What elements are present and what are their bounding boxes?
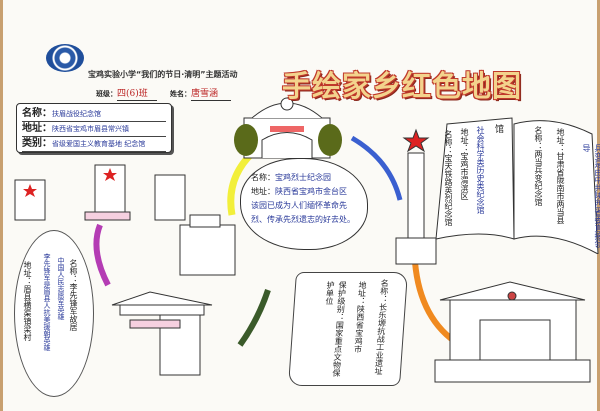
class-field: 班级：四(6)班 xyxy=(96,85,157,101)
gate-drawing xyxy=(234,97,342,159)
value: 陕西省宝鸡市眉县常兴镇 xyxy=(52,125,129,133)
info-address-row: 地址：陕西省宝鸡市眉县常兴镇 xyxy=(22,122,166,137)
building-drawing xyxy=(179,214,236,276)
value: 扶眉战役纪念馆 xyxy=(52,110,101,118)
label: 名称： xyxy=(22,108,52,119)
label: 名称： xyxy=(251,173,275,182)
info-category-row: 类别：省级爱国主义教育基地 纪念馆 xyxy=(22,137,166,152)
school-logo xyxy=(46,44,84,72)
name-field: 姓名：唐雪涵 xyxy=(170,85,231,101)
info-box-fumei: 名称：扶眉战役纪念馆 地址：陕西省宝鸡市眉县常兴镇 类别：省级爱国主义教育基地 … xyxy=(16,103,172,153)
pavilion-drawing xyxy=(111,291,213,376)
museum-drawing xyxy=(434,281,591,383)
book-right-name: 名称：两当兵变纪念馆 xyxy=(534,126,543,206)
class-label: 班级： xyxy=(96,90,117,98)
class-value: 四(6)班 xyxy=(117,89,157,101)
info-name-row: 名称：扶眉战役纪念馆 xyxy=(22,107,166,122)
leaf-note1: 中国人民志愿军英雄 xyxy=(57,257,65,320)
book-tag: 馆 xyxy=(493,124,503,133)
poster-title: 手绘家乡红色地图 xyxy=(282,69,523,103)
name-label: 姓名： xyxy=(170,90,191,98)
scroll-info-industrial-site: 名称：长乐塬抗战工业遗址 地址：陕西省宝鸡市 保护级别：国家重点文物保护单位 xyxy=(288,272,408,386)
description: 该园已成为人们缅怀革命先烈、传承先烈遗志的好去处。 xyxy=(251,201,355,224)
scroll-address: 地址：陕西省宝鸡市 xyxy=(353,281,368,353)
label: 类别： xyxy=(22,138,52,149)
label: 地址： xyxy=(251,187,275,196)
blue-connector xyxy=(350,135,403,201)
book-left-address: 地址：宝鸡市渭滨区 xyxy=(460,128,469,200)
book-right-address: 地址：甘肃省陇南市两当县 xyxy=(556,128,565,224)
book-left-category: 社会科学类历史类纪念馆 xyxy=(476,126,485,214)
activity-heading: 宝鸡实验小学“我们的节日·清明”主题活动 xyxy=(88,70,238,79)
value: 宝鸡烈士纪念园 xyxy=(275,173,331,182)
name-value: 唐雪涵 xyxy=(191,89,231,101)
leaf-address: 地址：眉县横渠镇梁村 xyxy=(23,261,32,341)
green-connector xyxy=(237,289,271,347)
memorial-hall-drawing xyxy=(14,164,186,221)
value: 省级爱国主义教育基地 纪念馆 xyxy=(52,140,146,148)
leaf-info-residence: 名称：李先锋军故居 中国人民志愿军英雄 李先锋军是眉县人抗美援朝英雄 地址：眉县… xyxy=(14,230,94,397)
open-book-info: 馆 社会科学类历史类纪念馆 地址：宝鸡市渭滨区 名称：宝天铁路英烈纪念馆 兵变是… xyxy=(432,114,600,254)
value: 陕西省宝鸡市金台区 xyxy=(275,187,347,196)
cloud-info-martyrs-park: 名称：宝鸡烈士纪念园 地址：陕西省宝鸡市金台区 该园已成为人们缅怀革命先烈、传承… xyxy=(240,158,368,250)
book-left-name: 名称：宝天铁路英烈纪念馆 xyxy=(444,130,453,226)
label: 地址： xyxy=(22,123,52,134)
book-right-note: 兵变是由中共陕西省委直接领导 xyxy=(582,144,600,248)
scroll-name: 名称：长乐塬抗战工业遗址 xyxy=(373,279,390,375)
scroll-level: 保护级别：国家重点文物保护单位 xyxy=(324,281,348,377)
leaf-name: 名称：李先锋军故居 xyxy=(69,259,78,331)
book-outline xyxy=(435,117,599,254)
purple-connector xyxy=(93,223,111,287)
monument-drawing xyxy=(395,128,437,265)
leaf-note2: 李先锋军是眉县人抗美援朝英雄 xyxy=(43,253,51,351)
